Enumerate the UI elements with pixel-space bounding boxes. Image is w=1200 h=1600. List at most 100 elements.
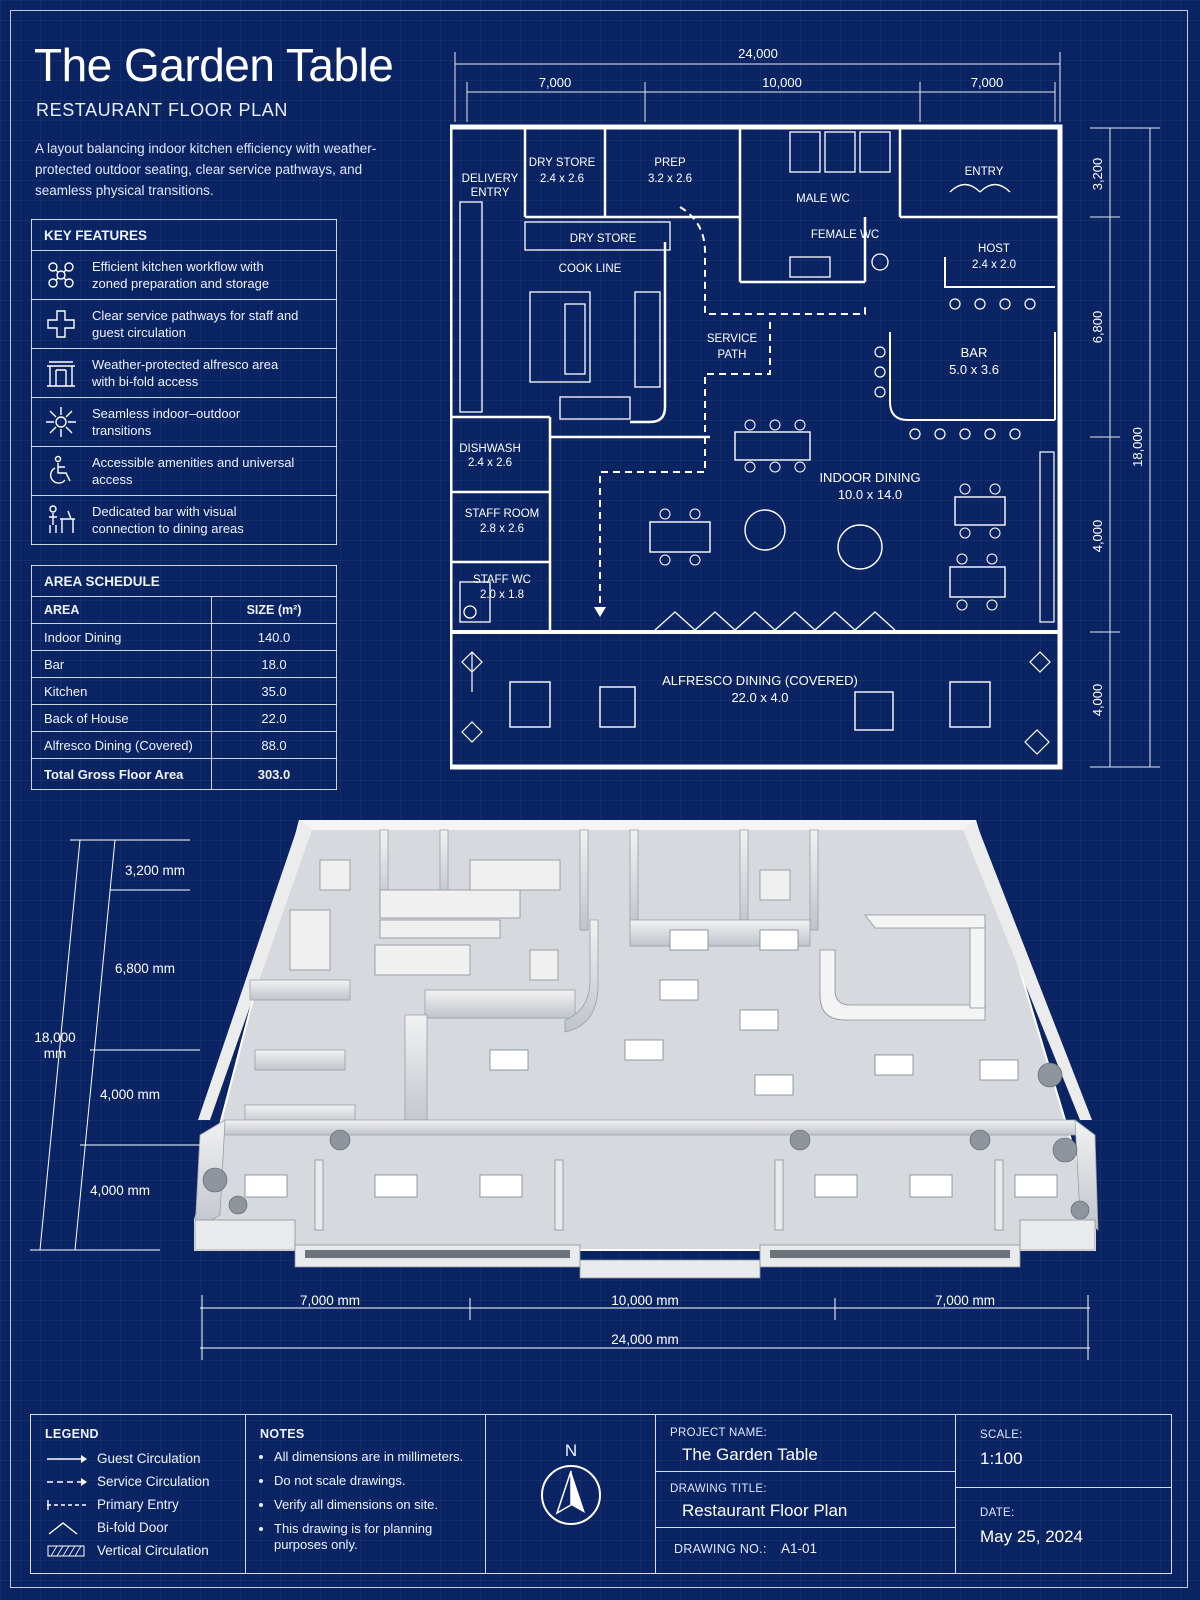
feature-item: Dedicated bar with visual connection to … — [32, 496, 336, 544]
room-label: HOST — [978, 243, 1010, 255]
legend-label: Bi-fold Door — [97, 1520, 169, 1535]
dim-left: 7,000 — [539, 75, 572, 90]
area-size: 18.0 — [211, 650, 337, 678]
feature-item: Efficient kitchen workflow with zoned pr… — [32, 251, 336, 299]
drawing-no-value: A1-01 — [781, 1541, 818, 1556]
notes-section: NOTES All dimensions are in millimeters.… — [246, 1415, 486, 1573]
legend-label: Primary Entry — [97, 1497, 179, 1512]
isometric-view: 3,200 mm 6,800 mm 4,000 mm 4,000 mm 18,0… — [30, 820, 1099, 1360]
legend-item: Service Circulation — [45, 1470, 231, 1493]
room-label: DRY STORE — [570, 233, 637, 245]
legend-section: LEGEND Guest Circulation Service Circula… — [31, 1415, 246, 1573]
note-item: This drawing is for planning purposes on… — [274, 1521, 471, 1553]
iso-dim-4: 4,000 mm — [90, 1183, 150, 1198]
date-value: May 25, 2024 — [980, 1527, 1084, 1546]
pergola-icon — [47, 361, 75, 387]
area-name: Kitchen — [31, 677, 212, 705]
room-label: 10.0 x 14.0 — [838, 487, 902, 502]
room-label: 2.4 x 2.6 — [468, 457, 512, 469]
area-name: Alfresco Dining (Covered) — [31, 731, 212, 759]
key-features-heading: KEY FEATURES — [31, 219, 337, 251]
room-label: 2.8 x 2.6 — [480, 523, 524, 535]
iso-dim-2: 6,800 mm — [115, 961, 175, 976]
floor-plan: DELIVERY ENTRY DRY STORE 2.4 x 2.6 PREP … — [450, 46, 1160, 770]
room-label: BAR — [961, 345, 988, 360]
feature-text: Seamless indoor–outdoor transitions — [92, 406, 241, 438]
iso-dim-1: 3,200 mm — [125, 863, 185, 878]
area-name: Bar — [31, 650, 212, 678]
drawing-title-label: DRAWING TITLE: — [670, 1483, 767, 1495]
iso-dim-total-unit: mm — [44, 1046, 67, 1061]
dim-r1: 3,200 — [1090, 158, 1105, 191]
scale-date-section: SCALE: 1:100 DATE: May 25, 2024 — [956, 1415, 1171, 1573]
dashed-arrow-icon — [47, 1477, 87, 1486]
room-label: INDOOR DINING — [819, 470, 920, 485]
dim-r4: 4,000 — [1090, 684, 1105, 717]
legend-item: Primary Entry — [45, 1493, 231, 1516]
scale-value: 1:100 — [980, 1449, 1023, 1468]
room-label: DISHWASH — [459, 443, 521, 455]
total-value: 303.0 — [211, 758, 337, 790]
iso-dim-3: 4,000 mm — [100, 1087, 160, 1102]
room-label: STAFF WC — [473, 574, 531, 586]
note-item: Verify all dimensions on site. — [274, 1497, 471, 1513]
room-label: PATH — [718, 349, 747, 361]
area-schedule-heading: AREA SCHEDULE — [31, 565, 337, 597]
iso-dim-bottom-1: 7,000 mm — [300, 1293, 360, 1308]
legend-item: Bi-fold Door — [45, 1516, 231, 1539]
feature-text: Efficient kitchen workflow with zoned pr… — [92, 259, 270, 291]
room-label: ENTRY — [471, 187, 510, 199]
legend-item: Vertical Circulation — [45, 1539, 231, 1562]
area-size: 35.0 — [211, 677, 337, 705]
legend-heading: LEGEND — [45, 1427, 99, 1441]
notes-heading: NOTES — [260, 1427, 305, 1441]
compass-section: N — [486, 1415, 656, 1573]
total-label: Total Gross Floor Area — [31, 758, 212, 790]
room-label: 2.4 x 2.0 — [972, 259, 1016, 271]
bifold-door-icon — [48, 1521, 78, 1535]
iso-dim-total: 18,000 — [34, 1030, 75, 1045]
room-label: 22.0 x 4.0 — [731, 690, 788, 705]
iso-dim-bottom-3: 7,000 mm — [935, 1293, 995, 1308]
room-label: MALE WC — [796, 193, 850, 205]
room-label: COOK LINE — [559, 263, 622, 275]
feature-item: Weather-protected alfresco area with bi-… — [32, 349, 336, 397]
iso-dim-bottom-total: 24,000 mm — [611, 1332, 679, 1347]
scale-label: SCALE: — [980, 1429, 1023, 1441]
project-name-label: PROJECT NAME: — [670, 1427, 767, 1439]
drawing-frame — [10, 10, 1188, 1588]
legend-label: Guest Circulation — [97, 1451, 201, 1466]
north-arrow-icon — [541, 1465, 601, 1525]
drawing-title-value: Restaurant Floor Plan — [682, 1501, 848, 1520]
page-subtitle: RESTAURANT FLOOR PLAN — [36, 100, 288, 120]
title-block: LEGEND Guest Circulation Service Circula… — [30, 1414, 1172, 1574]
feature-text: Dedicated bar with visual connection to … — [92, 504, 244, 536]
dim-mid: 10,000 — [762, 75, 802, 90]
col-size: SIZE (m²) — [211, 596, 337, 624]
intro-text: A layout balancing indoor kitchen effici… — [35, 141, 377, 198]
room-label: 2.0 x 1.8 — [480, 589, 524, 601]
dim-r3: 4,000 — [1090, 520, 1105, 553]
room-label: 3.2 x 2.6 — [648, 173, 692, 185]
room-label: ENTRY — [965, 166, 1004, 178]
note-item: All dimensions are in millimeters. — [274, 1449, 471, 1465]
area-size: 140.0 — [211, 623, 337, 651]
date-label: DATE: — [980, 1507, 1015, 1519]
note-item: Do not scale drawings. — [274, 1473, 471, 1489]
feature-item: Accessible amenities and universal acces… — [32, 447, 336, 495]
room-label: 2.4 x 2.6 — [540, 173, 584, 185]
kitchen-workflow-icon — [48, 262, 74, 288]
legend-label: Vertical Circulation — [97, 1543, 209, 1558]
entry-line-icon — [47, 1499, 87, 1510]
room-label: DRY STORE — [529, 157, 596, 169]
wheelchair-icon — [49, 455, 71, 484]
feature-item: Clear service pathways for staff and gue… — [32, 300, 336, 348]
room-label: ALFRESCO DINING (COVERED) — [662, 673, 858, 688]
legend-label: Service Circulation — [97, 1474, 210, 1489]
